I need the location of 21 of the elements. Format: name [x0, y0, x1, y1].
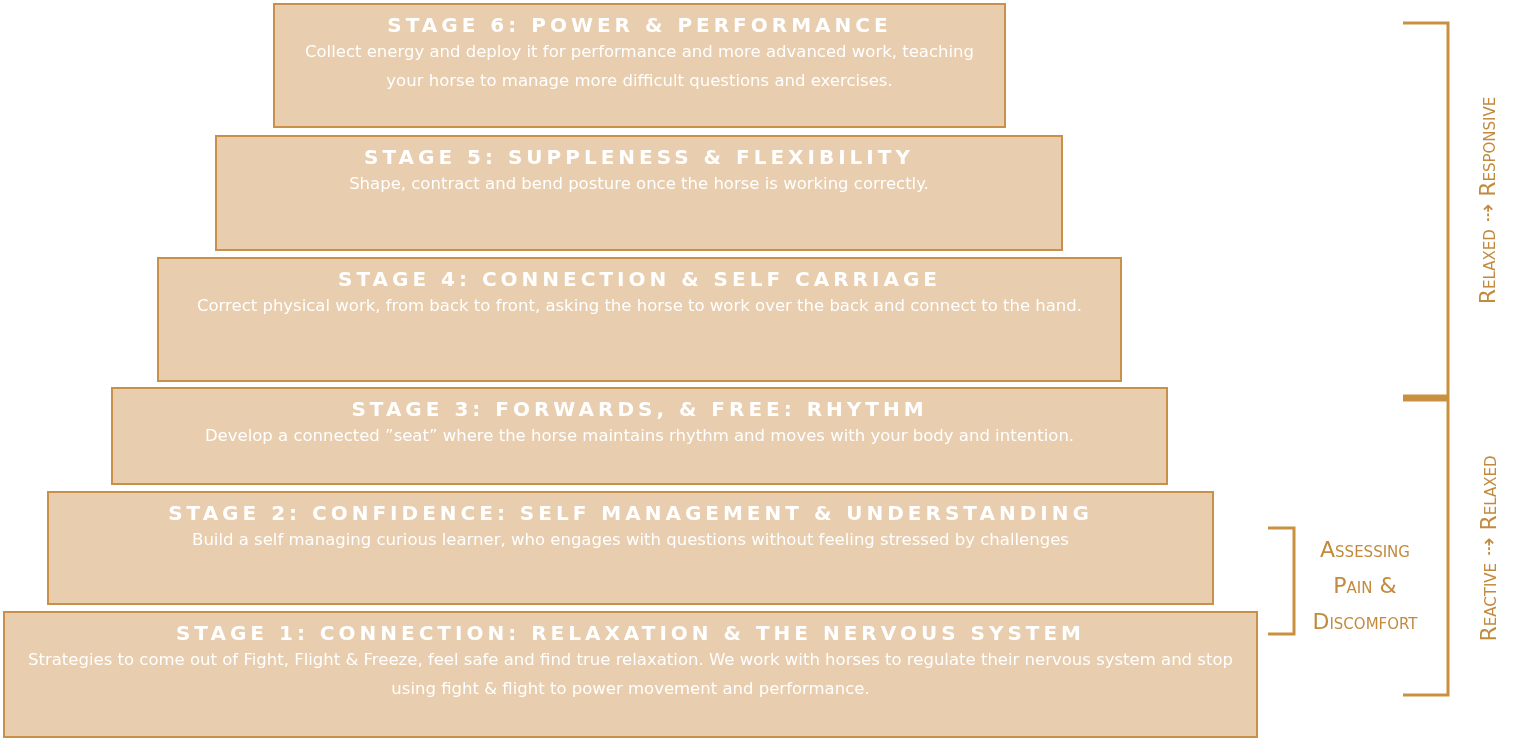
- stage-heading: STAGE 2: CONFIDENCE: SELF MANAGEMENT & UNDERSTANDING: [167, 501, 1094, 525]
- bracket-label: Assessing Pain & Discomfort: [1311, 536, 1419, 636]
- stage-description: Correct physical work, from back to front, asking the horse to work over the back and connect to the hand.: [195, 295, 1084, 317]
- stage-heading: STAGE 6: POWER & PERFORMANCE: [386, 13, 893, 37]
- stage-box: [157, 257, 1122, 382]
- stage-description: Strategies to come out of Fight, Flight & Freeze, feel safe and find true relaxation. We work with horses to regulate their nervous system and stop using fight & flight to power movement and performance.: [27, 649, 1234, 700]
- phase-label: Relaxed ⇢ Responsive: [1475, 96, 1501, 304]
- stage-box: [47, 491, 1214, 605]
- stage-box: [215, 135, 1063, 251]
- stage-heading: STAGE 3: FORWARDS, & FREE: RHYTHM: [350, 397, 929, 421]
- phase-label: Reactive ⇢ Relaxed: [1475, 455, 1501, 641]
- stage-box: [273, 3, 1006, 128]
- stage-description: Build a self managing curious learner, who engages with questions without feeling stressed by challenges: [191, 529, 1070, 551]
- stage-heading: STAGE 1: CONNECTION: RELAXATION & THE NERVOUS SYSTEM: [174, 621, 1086, 645]
- stage-description: Collect energy and deploy it for performance and more advanced work, teaching your horse to manage more difficult questions and exercises.: [304, 41, 975, 92]
- stage-description: Shape, contract and bend posture once the horse is working correctly.: [348, 173, 930, 195]
- stage-box: [3, 611, 1258, 738]
- stage-description: Develop a connected ”seat” where the horse maintains rhythm and moves with your body and intention.: [203, 425, 1076, 447]
- stage-heading: STAGE 4: CONNECTION & SELF CARRIAGE: [337, 267, 942, 291]
- stage-heading: STAGE 5: SUPPLENESS & FLEXIBILITY: [363, 145, 915, 169]
- stage-box: [111, 387, 1168, 485]
